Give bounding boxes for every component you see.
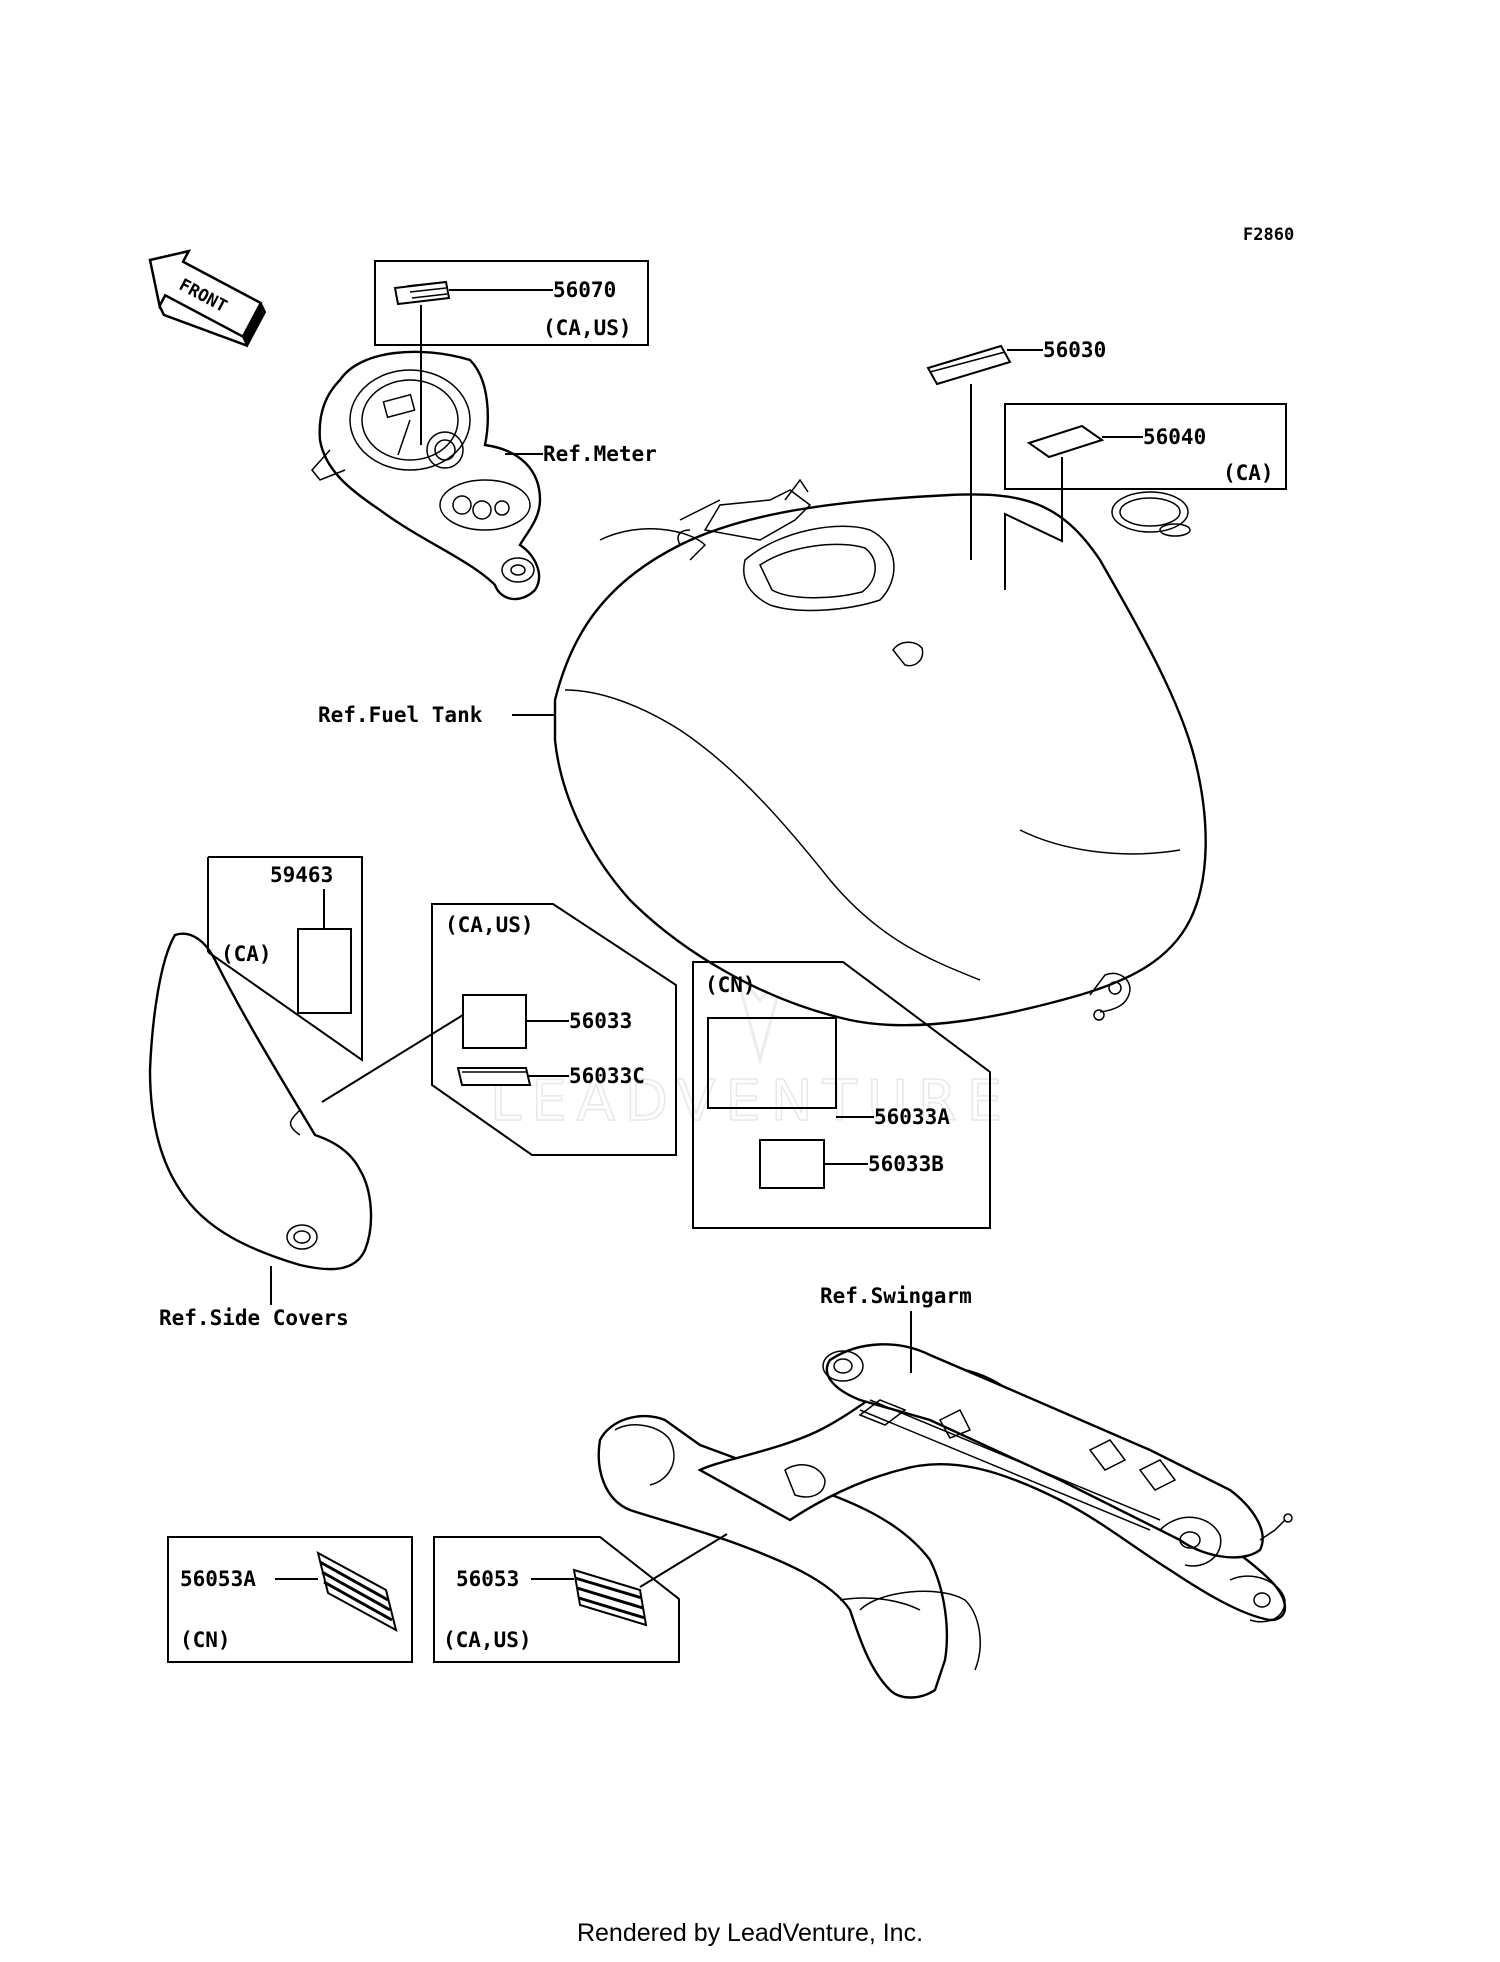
ref-side-covers-label: Ref.Side Covers [159, 1306, 349, 1330]
label-56033-group: (CA,US) 56033 56033C [431, 903, 677, 1156]
label-59463-group: 59463 (CA) [207, 856, 363, 1062]
figure-code: F2860 [1243, 225, 1294, 245]
part-56033C-number: 56033C [569, 1064, 645, 1088]
part-56030-number: 56030 [1043, 338, 1106, 362]
part-56070-number: 56070 [553, 278, 616, 302]
ref-fuel-tank-label: Ref.Fuel Tank [318, 703, 483, 727]
part-56033AB-group-region: (CN) [705, 973, 756, 997]
part-59463-number: 59463 [270, 863, 333, 887]
ref-meter-label: Ref.Meter [543, 442, 657, 466]
label-56040-group: 56040 (CA) [1004, 403, 1287, 590]
leadventure-watermark: LEADVENTURE [489, 847, 1012, 1135]
ref-swingarm-label: Ref.Swingarm [820, 1284, 972, 1308]
part-56033B-number: 56033B [868, 1152, 944, 1176]
part-56053A-number: 56053A [180, 1567, 256, 1591]
label-56053A-group: 56053A (CN) [167, 1536, 413, 1663]
part-56040-number: 56040 [1143, 425, 1206, 449]
side-cover-illustration [148, 932, 373, 1271]
front-arrow-icon: FRONT [148, 249, 267, 348]
label-56033AB-group: (CN) 56033A 56033B [692, 961, 991, 1229]
swingarm-illustration [597, 1343, 1293, 1699]
part-56033-group-region: (CA,US) [445, 913, 534, 937]
part-56070-region: (CA,US) [543, 316, 632, 340]
label-56070-group: 56070 (CA,US) [374, 260, 649, 445]
part-56040-region: (CA) [1223, 461, 1274, 485]
footer-credit: Rendered by LeadVenture, Inc. [576, 1919, 924, 1947]
part-56033-number: 56033 [569, 1009, 632, 1033]
part-56033A-number: 56033A [874, 1105, 950, 1129]
watermark-text: LEADVENTURE [490, 1069, 1012, 1134]
part-59463-region: (CA) [221, 942, 272, 966]
part-56053-number: 56053 [456, 1567, 519, 1591]
part-56053-region: (CA,US) [443, 1628, 532, 1652]
fuel-tank-illustration [553, 478, 1207, 1027]
label-56053-group: 56053 (CA,US) [433, 1536, 680, 1663]
part-56053A-region: (CN) [180, 1628, 231, 1652]
meter-illustration [311, 350, 542, 601]
label-56030-group: 56030 [926, 338, 1106, 560]
